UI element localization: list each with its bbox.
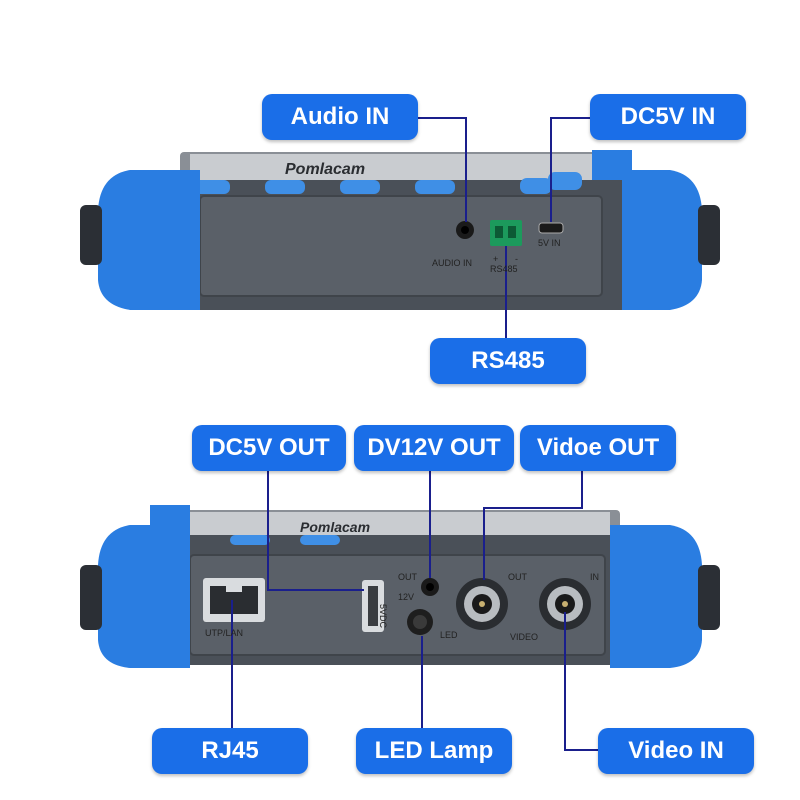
- bottom-device: [80, 505, 720, 668]
- micro-usb-port: [538, 222, 564, 234]
- label-dv12v-out: DV12V OUT: [354, 425, 514, 471]
- rs485-terminal: [490, 220, 522, 246]
- audio-in-port-text: AUDIO IN: [432, 258, 472, 268]
- video-text: VIDEO: [510, 632, 538, 642]
- minus-text: -: [515, 254, 518, 264]
- label-dc5v-out: DC5V OUT: [192, 425, 346, 471]
- out2-text: OUT: [508, 572, 528, 582]
- right-bumper: [622, 170, 702, 310]
- usb-5v-text: 5VDC: [378, 604, 388, 629]
- twelve-v-text: 12V: [398, 592, 414, 602]
- in-text: IN: [590, 572, 599, 582]
- label-video-out: Vidoe OUT: [520, 425, 676, 471]
- label-dc5v-in: DC5V IN: [590, 94, 746, 140]
- label-rj45: RJ45: [152, 728, 308, 774]
- label-led-lamp: LED Lamp: [356, 728, 512, 774]
- utp-lan-text: UTP/LAN: [205, 628, 243, 638]
- rs485-port-text: RS485: [490, 264, 518, 274]
- top-brand-text: Pomlacam: [285, 161, 365, 178]
- plus-text: +: [493, 254, 498, 264]
- led-text: LED: [440, 630, 458, 640]
- bnc-video-out: [456, 578, 508, 630]
- label-rs485: RS485: [430, 338, 586, 384]
- top-connector-lines: [418, 117, 590, 342]
- bnc-video-in: [539, 578, 591, 630]
- top-device: [80, 150, 720, 310]
- five-v-in-text: 5V IN: [538, 238, 561, 248]
- out-text: OUT: [398, 572, 418, 582]
- label-audio-in: Audio IN: [262, 94, 418, 140]
- bottom-connector-lines: [231, 470, 598, 751]
- label-video-in: Video IN: [598, 728, 754, 774]
- bottom-right-bumper: [610, 525, 702, 668]
- bottom-brand-text: Pomlacam: [300, 519, 370, 535]
- bottom-left-bumper: [98, 525, 190, 668]
- left-bumper: [98, 170, 200, 310]
